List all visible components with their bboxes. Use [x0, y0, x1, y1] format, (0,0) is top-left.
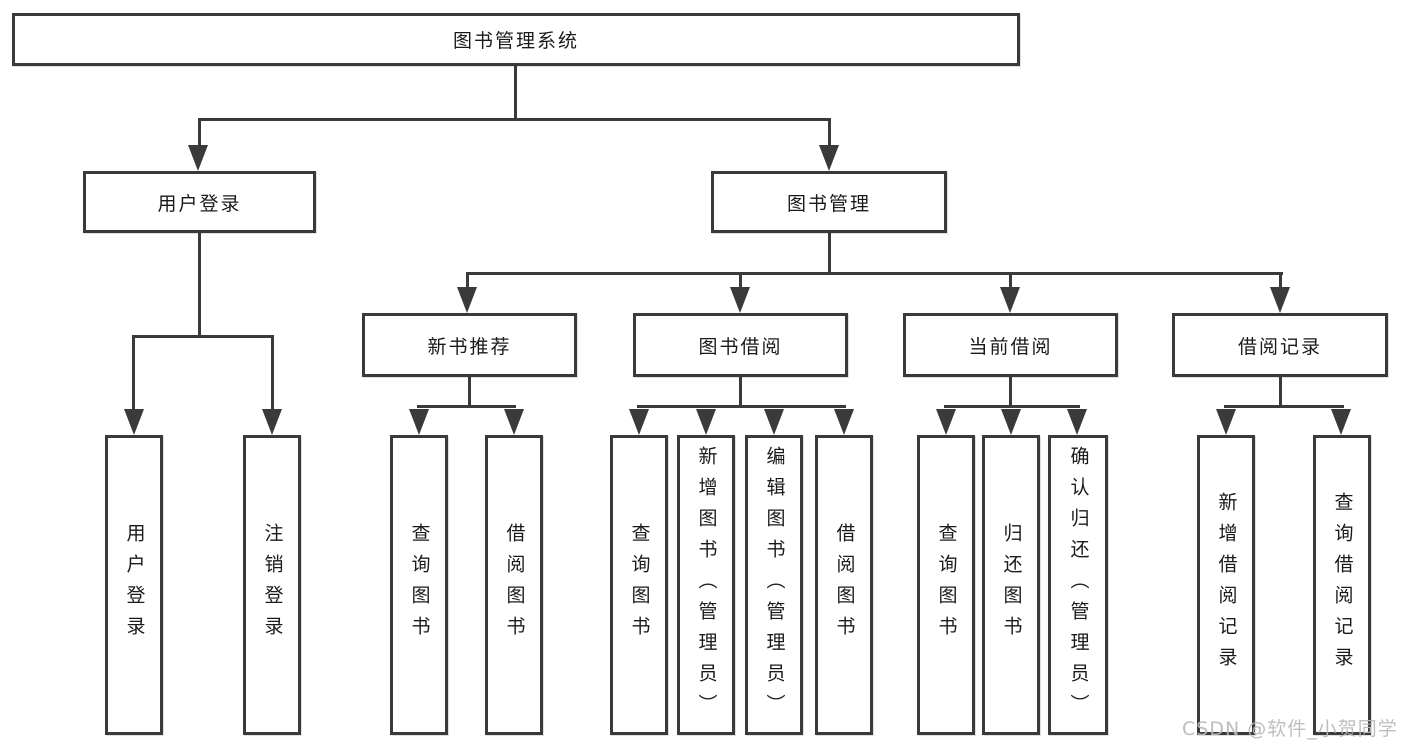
arrowhead	[504, 409, 524, 435]
arrowhead	[834, 409, 854, 435]
arrowhead	[629, 409, 649, 435]
connector-line	[417, 405, 516, 408]
arrowhead	[696, 409, 716, 435]
node-library-system: 图书管理系统	[12, 13, 1020, 66]
connector-line	[132, 335, 274, 338]
leaf-newbook-borrow-books: 借阅图书	[485, 435, 543, 735]
leaf-label: 查询图书	[935, 523, 958, 647]
leaf-records-add-record: 新增借阅记录	[1197, 435, 1255, 735]
leaf-user-login: 用户登录	[105, 435, 163, 735]
csdn-watermark: CSDN @软件_小贺同学	[1182, 718, 1398, 740]
node-label: 当前借阅	[968, 335, 1053, 358]
leaf-newbook-query-books: 查询图书	[390, 435, 448, 735]
leaf-borrow-borrow-books: 借阅图书	[815, 435, 873, 735]
arrowhead	[936, 409, 956, 435]
arrowhead	[764, 409, 784, 435]
connector-line	[739, 377, 742, 408]
leaf-label: 查询图书	[628, 523, 651, 647]
leaf-borrow-edit-books-admin: 编辑图书（管理员）	[745, 435, 803, 735]
leaf-borrow-add-books-admin: 新增图书（管理员）	[677, 435, 735, 735]
leaf-records-query-record: 查询借阅记录	[1313, 435, 1371, 735]
connector-line	[271, 335, 274, 412]
connector-line	[828, 118, 831, 148]
node-book-borrowing: 图书借阅	[633, 313, 848, 377]
node-label: 借阅记录	[1237, 335, 1322, 358]
arrowhead	[1216, 409, 1236, 435]
leaf-label: 借阅图书	[833, 523, 856, 647]
node-label: 用户登录	[157, 192, 242, 215]
node-user-login: 用户登录	[83, 171, 316, 233]
node-label: 图书管理	[786, 192, 871, 215]
leaf-label: 确认归还（管理员）	[1067, 445, 1090, 725]
leaf-label: 新增借阅记录	[1215, 492, 1238, 678]
leaf-current-query-books: 查询图书	[917, 435, 975, 735]
leaf-label: 归还图书	[1000, 523, 1023, 647]
arrowhead	[1067, 409, 1087, 435]
connector-line	[828, 233, 831, 275]
node-borrowing-records: 借阅记录	[1172, 313, 1388, 377]
connector-line	[637, 405, 846, 408]
leaf-current-confirm-return-admin: 确认归还（管理员）	[1048, 435, 1108, 735]
arrowhead	[730, 287, 750, 313]
connector-line	[198, 118, 201, 148]
leaf-current-return-books: 归还图书	[982, 435, 1040, 735]
node-book-management: 图书管理	[711, 171, 947, 233]
node-label: 图书借阅	[698, 335, 783, 358]
arrowhead	[188, 145, 208, 171]
leaf-logout-login: 注销登录	[243, 435, 301, 735]
leaf-label: 查询图书	[408, 523, 431, 647]
arrowhead	[1270, 287, 1290, 313]
arrowhead	[262, 409, 282, 435]
leaf-label: 借阅图书	[503, 523, 526, 647]
connector-line	[1009, 272, 1012, 291]
leaf-label: 新增图书（管理员）	[695, 445, 718, 725]
leaf-label: 注销登录	[261, 523, 284, 647]
leaf-borrow-query-books: 查询图书	[610, 435, 668, 735]
connector-line	[468, 377, 471, 408]
connector-line	[1279, 377, 1282, 408]
node-current-borrowing: 当前借阅	[903, 313, 1118, 377]
arrowhead	[124, 409, 144, 435]
connector-line	[466, 272, 469, 291]
leaf-label: 编辑图书（管理员）	[763, 445, 786, 725]
arrowhead	[819, 145, 839, 171]
connector-line	[132, 335, 135, 412]
connector-line	[466, 272, 1283, 275]
connector-line	[198, 118, 831, 121]
node-label: 图书管理系统	[452, 30, 579, 52]
connector-line	[514, 66, 517, 120]
connector-line	[1279, 272, 1282, 291]
connector-line	[944, 405, 1080, 408]
connector-line	[1224, 405, 1344, 408]
arrowhead	[1331, 409, 1351, 435]
arrowhead	[457, 287, 477, 313]
node-new-book-recommend: 新书推荐	[362, 313, 577, 377]
leaf-label: 用户登录	[123, 523, 146, 647]
connector-line	[739, 272, 742, 291]
arrowhead	[409, 409, 429, 435]
connector-line	[198, 233, 201, 338]
connector-line	[1009, 377, 1012, 408]
arrowhead	[1001, 409, 1021, 435]
leaf-label: 查询借阅记录	[1331, 492, 1354, 678]
arrowhead	[1000, 287, 1020, 313]
node-label: 新书推荐	[427, 335, 512, 358]
